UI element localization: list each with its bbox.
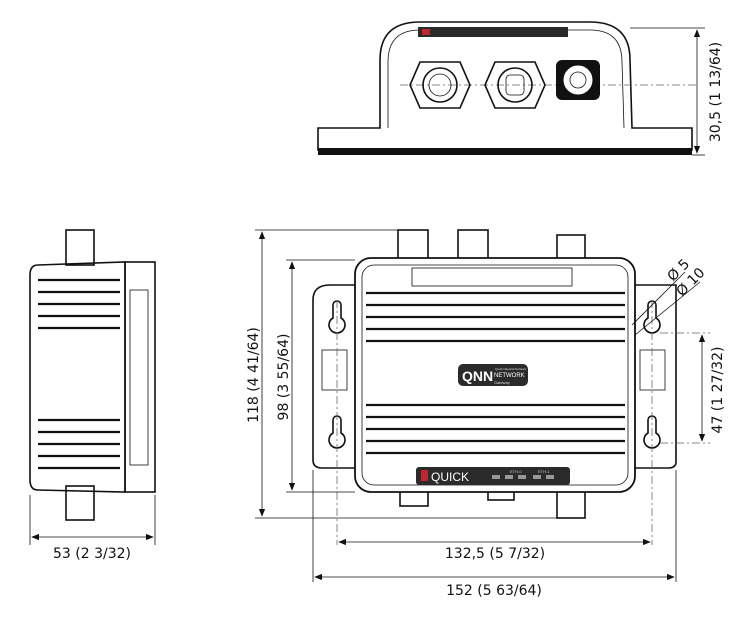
top-view-panel-strip bbox=[418, 27, 568, 37]
front-view: QNN Quick Nautical Network NETWORK Gatew… bbox=[246, 229, 726, 599]
status-panel: QUICK ETH-0 ETH-1 bbox=[416, 467, 570, 485]
top-view: 30,5 (1 13/64) bbox=[317, 21, 724, 156]
mounting-flange bbox=[312, 284, 677, 469]
mounting-hole-icon bbox=[643, 300, 661, 334]
dim-side-depth: 53 (2 3/32) bbox=[53, 546, 131, 562]
svg-text:NETWORK: NETWORK bbox=[494, 373, 525, 379]
connector-icon bbox=[65, 485, 95, 521]
mounting-hole-icon bbox=[643, 415, 661, 449]
dim-hole-spacing-horizontal: 132,5 (5 7/32) bbox=[445, 546, 545, 562]
mounting-hole-icon bbox=[328, 300, 346, 334]
top-view-base bbox=[318, 148, 692, 155]
qnn-logo: QNN bbox=[462, 368, 493, 384]
mounting-hole-icon bbox=[328, 415, 346, 449]
connector-icon bbox=[484, 61, 546, 109]
side-fins bbox=[38, 278, 120, 470]
dim-total-width: 152 (5 63/64) bbox=[446, 583, 542, 599]
svg-text:Quick Nautical Network: Quick Nautical Network bbox=[495, 367, 527, 371]
dim-total-height: 118 (4 41/64) bbox=[246, 327, 262, 423]
svg-text:QUICK: QUICK bbox=[431, 470, 469, 484]
dim-top-height: 30,5 (1 13/64) bbox=[708, 42, 724, 142]
side-view: 53 (2 3/32) bbox=[29, 229, 156, 562]
connector-icon bbox=[65, 229, 95, 266]
svg-text:ETH-1: ETH-1 bbox=[538, 469, 550, 474]
front-fins bbox=[366, 291, 625, 455]
svg-text:ETH-0: ETH-0 bbox=[510, 469, 522, 474]
svg-text:Gateway: Gateway bbox=[494, 380, 510, 385]
connector-icon bbox=[397, 229, 429, 261]
qnn-label: QNN Quick Nautical Network NETWORK Gatew… bbox=[458, 364, 528, 386]
connector-icon bbox=[409, 61, 471, 109]
connector-icon bbox=[457, 229, 489, 261]
dim-body-height: 98 (3 55/64) bbox=[276, 334, 292, 421]
dim-hole-spacing-vertical: 47 (1 27/32) bbox=[710, 347, 726, 434]
connector-icon bbox=[556, 60, 600, 100]
